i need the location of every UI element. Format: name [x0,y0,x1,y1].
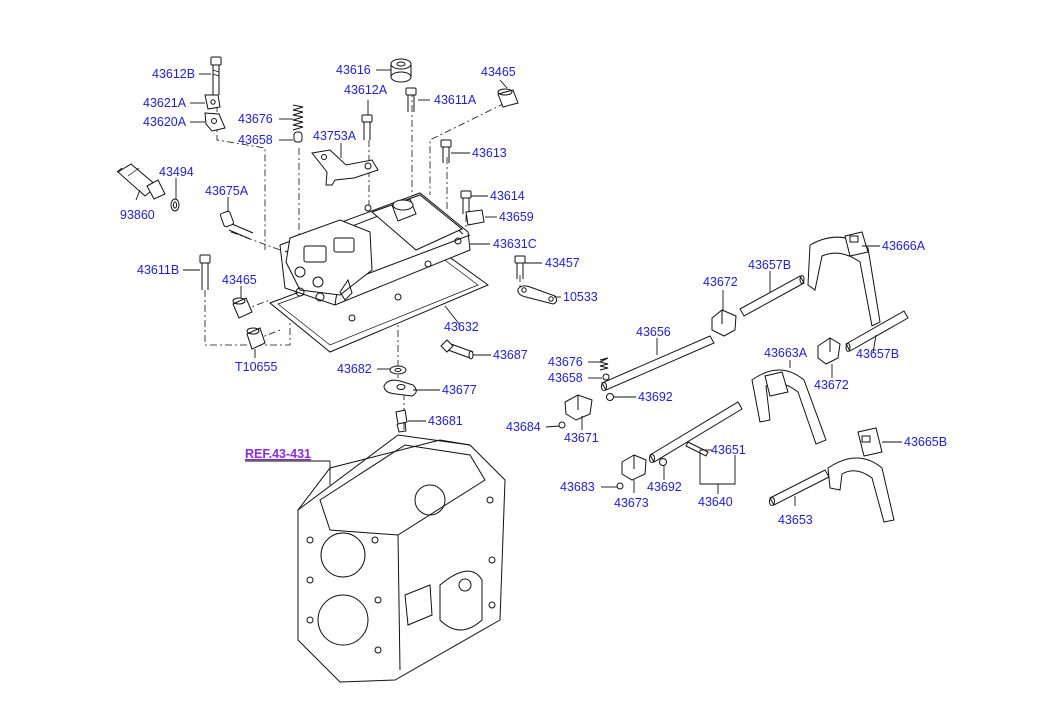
reference-link[interactable]: REF.43-431 [245,447,311,461]
shift-cover-housing-drawing [269,192,490,353]
label-43465-top[interactable]: 43465 [481,65,516,79]
label-43616[interactable]: 43616 [336,63,371,77]
label-43611B[interactable]: 43611B [137,263,179,277]
bolt-43675A-drawing [219,210,254,240]
spring-43676-lower-drawing [598,357,609,371]
label-43613[interactable]: 43613 [472,146,507,160]
label-43676-top[interactable]: 43676 [238,112,273,126]
part-labels: 43612B 43621A 43620A 43676 43658 43616 4… [120,63,947,527]
label-43684[interactable]: 43684 [506,420,541,434]
bolt-43613-drawing [440,139,452,163]
label-43465-left[interactable]: 43465 [222,273,257,287]
plate-10533-drawing [517,285,558,305]
label-43681[interactable]: 43681 [428,414,463,428]
block-43672-lower-drawing [817,337,841,365]
block-43671-drawing [564,394,593,421]
rail-43651-drawing [649,401,743,463]
label-43658-top[interactable]: 43658 [238,133,273,147]
label-43621A[interactable]: 43621A [143,96,187,110]
bushing-43465-top-drawing [497,88,519,108]
label-43753A[interactable]: 43753A [313,129,357,143]
screw-43684-drawing [558,421,566,429]
label-43673[interactable]: 43673 [614,496,649,510]
label-43640[interactable]: 43640 [698,495,733,509]
bushing-43465-left-drawing [232,297,253,319]
label-43614[interactable]: 43614 [490,189,525,203]
label-43658-lower[interactable]: 43658 [548,371,583,385]
label-43657B-lower[interactable]: 43657B [856,347,899,361]
block-43673-drawing [621,454,647,481]
bolt-43457-drawing [514,255,526,279]
label-43632[interactable]: 43632 [444,320,479,334]
label-43653[interactable]: 43653 [778,513,813,527]
label-43657B-upper[interactable]: 43657B [748,258,791,272]
label-43682[interactable]: 43682 [337,362,372,376]
bushing-T10655-drawing [246,327,266,350]
label-43665B[interactable]: 43665B [904,435,947,449]
label-43687[interactable]: 43687 [493,348,528,362]
bolt-43612A-drawing [361,114,373,140]
washer-43494-drawing [170,198,180,212]
label-43675A[interactable]: 43675A [205,184,249,198]
ball-43692-lower-drawing [659,458,667,466]
bolt-43611B-drawing [199,254,211,290]
label-43494[interactable]: 43494 [159,165,194,179]
bolt-43687-drawing [440,339,474,360]
label-93860[interactable]: 93860 [120,208,155,222]
label-43671[interactable]: 43671 [564,431,599,445]
rail-43657B-upper-drawing [739,275,805,317]
label-43666A[interactable]: 43666A [882,239,926,253]
fork-43665B-drawing [827,427,895,523]
leader-lines [135,69,902,506]
label-43651[interactable]: 43651 [711,443,746,457]
label-43672-lower[interactable]: 43672 [814,378,849,392]
label-43620A[interactable]: 43620A [143,115,187,129]
label-43683[interactable]: 43683 [560,480,595,494]
bracket-43620A-drawing [204,112,226,132]
nut-43616-drawing [390,58,412,83]
bolt-43612B-drawing [210,56,222,95]
switch-93860-drawing [116,163,166,200]
label-43677[interactable]: 43677 [442,383,477,397]
pin-43640-drawing [685,441,709,457]
washer-43682-drawing [389,365,407,375]
fork-43663A-drawing [751,369,827,445]
block-43672-upper-drawing [711,309,737,337]
bolt-43614-drawing [460,190,472,214]
spring-43676-top-drawing [292,104,304,143]
label-43631C[interactable]: 43631C [493,237,537,251]
rail-43657B-lower-drawing [845,310,909,352]
label-43663A[interactable]: 43663A [764,346,808,360]
label-43659[interactable]: 43659 [499,210,534,224]
label-43611A[interactable]: 43611A [434,93,477,107]
label-43612A[interactable]: 43612A [344,83,388,97]
rail-43656-drawing [601,335,715,391]
label-43692-lower[interactable]: 43692 [647,480,682,494]
label-43692-upper[interactable]: 43692 [638,390,673,404]
label-43676-lower[interactable]: 43676 [548,355,583,369]
fork-43666A-drawing [807,231,881,327]
label-T10655[interactable]: T10655 [235,360,277,374]
label-43612B[interactable]: 43612B [152,67,195,81]
bracket-43621A-drawing [204,94,221,110]
label-43656[interactable]: 43656 [636,325,671,339]
plate-43677-drawing [383,379,417,397]
transmission-case-drawing [297,434,506,683]
ball-43658-lower-drawing [602,373,610,381]
screw-43683-drawing [616,482,624,490]
clip-43659-drawing [465,209,485,226]
ball-43692-upper-drawing [606,393,614,401]
bolt-43611A-drawing [405,87,417,112]
bracket-43753A-drawing [311,149,379,186]
rail-43653-drawing [769,469,830,506]
label-10533[interactable]: 10533 [563,290,598,304]
label-43457[interactable]: 43457 [545,256,580,270]
label-43672-upper[interactable]: 43672 [703,275,738,289]
plug-43681-drawing [395,409,408,433]
